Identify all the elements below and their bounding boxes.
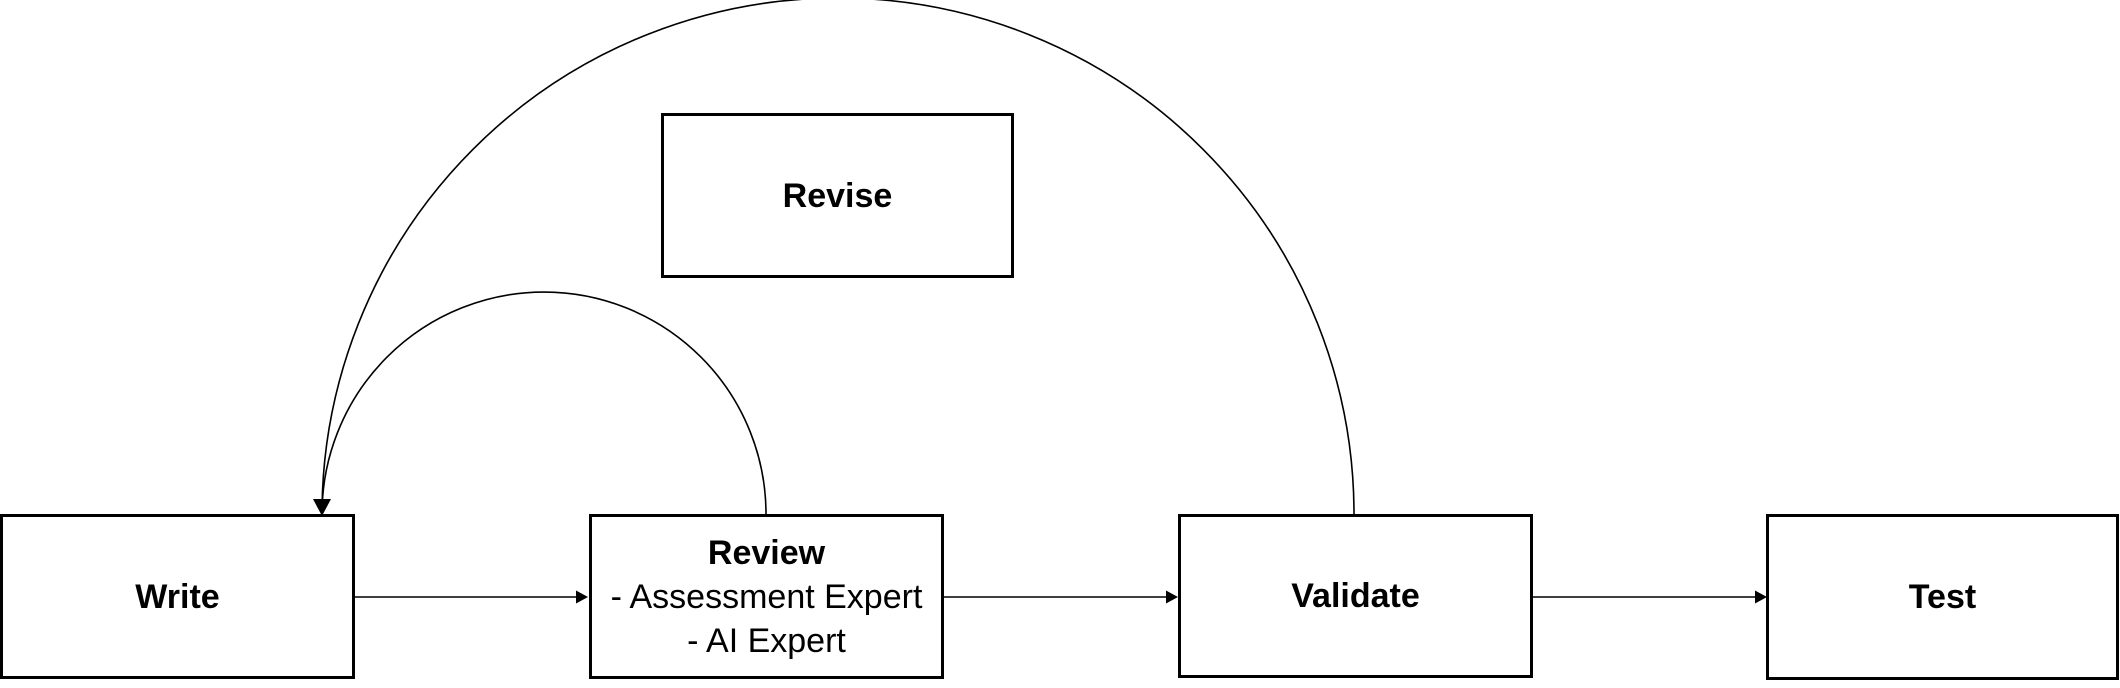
review-item-ai-expert: - AI Expert — [687, 621, 846, 660]
arrowhead-validate-to-test-icon — [1755, 590, 1767, 604]
test-box: Test — [1766, 514, 2119, 680]
test-label: Test — [1908, 578, 1977, 616]
write-box: Write — [0, 514, 355, 679]
write-label: Write — [135, 577, 220, 616]
arrowhead-loopback-to-write-icon — [313, 499, 331, 516]
arrowhead-write-to-review-icon — [576, 590, 588, 604]
validate-box: Validate — [1178, 514, 1533, 678]
arc-validate-to-write — [321, 0, 1355, 515]
revise-box: Revise — [661, 113, 1014, 278]
revise-label: Revise — [782, 176, 893, 215]
validate-label: Validate — [1291, 577, 1420, 615]
arrowhead-review-to-validate-icon — [1166, 590, 1178, 604]
arc-review-to-write — [321, 291, 767, 515]
review-label: Review — [707, 533, 826, 572]
review-box: Review - Assessment Expert - AI Expert — [589, 514, 944, 679]
review-item-assessment-expert: - Assessment Expert — [610, 577, 923, 616]
